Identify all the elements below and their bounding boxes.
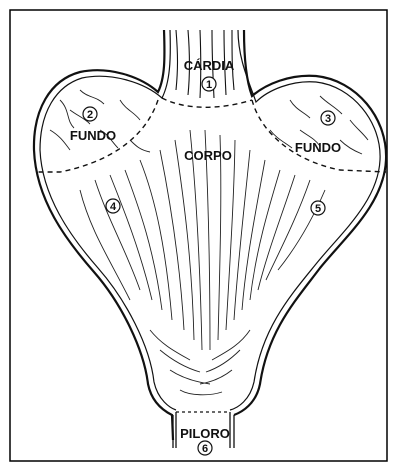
label-piloro: PILORO — [180, 426, 230, 441]
label-corpo: CORPO — [184, 148, 232, 163]
marker-1: 1 — [206, 79, 212, 91]
marker-2: 2 — [87, 109, 93, 121]
marker-3: 3 — [325, 113, 331, 125]
label-fundo-left: FUNDO — [70, 128, 116, 143]
marker-5: 5 — [315, 203, 321, 215]
label-fundo-right: FUNDO — [295, 140, 341, 155]
label-cardia: CÁRDIA — [184, 58, 235, 73]
marker-6: 6 — [202, 443, 208, 455]
marker-4: 4 — [110, 201, 117, 213]
